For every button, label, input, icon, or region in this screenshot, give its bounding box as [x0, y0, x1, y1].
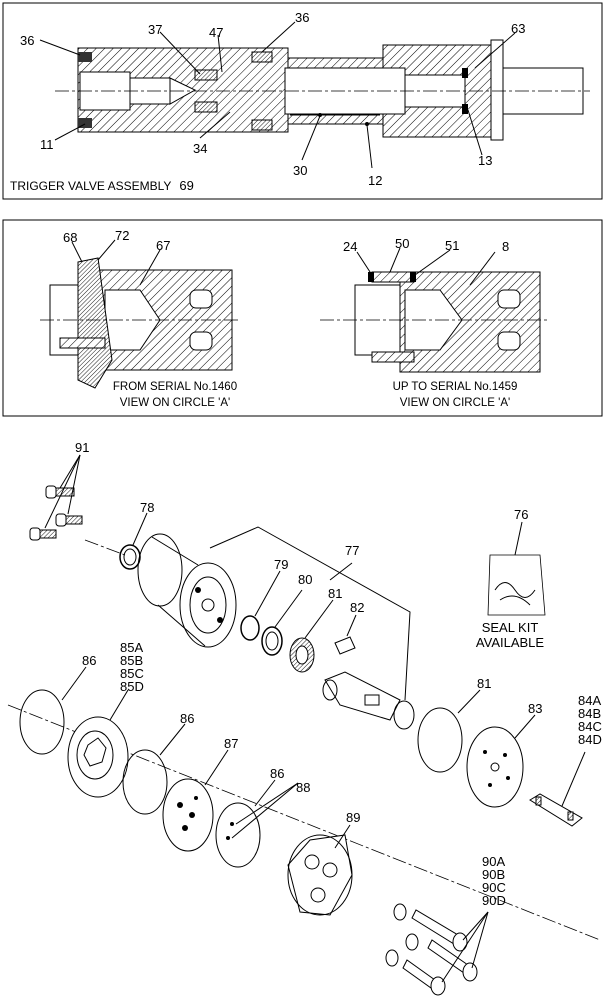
callout-24: 24 [343, 239, 357, 254]
serial-view-panel: 68 72 67 24 50 51 8 FROM SERIAL No.1460 … [2, 219, 603, 417]
callout-37: 37 [148, 22, 162, 37]
callout-90b: 90B [482, 867, 505, 882]
callout-86-1: 86 [82, 653, 96, 668]
callout-84d: 84D [578, 732, 602, 747]
part-shaft-coupling [322, 671, 415, 730]
callout-36-left: 36 [20, 33, 34, 48]
middle-panel-frame [2, 219, 603, 417]
callout-78: 78 [140, 500, 154, 515]
callout-85b: 85B [120, 653, 143, 668]
part-77-housing [137, 533, 237, 648]
callout-85d: 85D [120, 679, 144, 694]
part-83-plate [466, 726, 524, 808]
part-81-oring [417, 707, 463, 773]
seal-kit-bag [487, 521, 546, 616]
right-view-section [320, 271, 550, 373]
callout-85c: 85C [120, 666, 144, 681]
callout-36-right: 36 [295, 10, 309, 25]
seal-kit-line-1: SEAL KIT [482, 620, 539, 635]
callout-90d: 90D [482, 893, 506, 908]
callout-83: 83 [528, 701, 542, 716]
callout-68: 68 [63, 230, 77, 245]
callout-86-3: 86 [270, 766, 284, 781]
callout-86-2: 86 [180, 711, 194, 726]
callout-82: 82 [350, 600, 364, 615]
seal-11 [78, 118, 92, 128]
callout-67: 67 [156, 238, 170, 253]
part-50 [371, 271, 415, 283]
part-86-oring-3 [215, 802, 261, 868]
callout-63: 63 [511, 21, 525, 36]
callout-80: 80 [298, 572, 312, 587]
callout-34: 34 [193, 141, 207, 156]
callout-8: 8 [502, 239, 509, 254]
seal-63 [462, 68, 468, 78]
seal-47 [194, 101, 218, 113]
part-80 [261, 626, 283, 656]
screws-91 [29, 454, 83, 541]
callout-90a: 90A [482, 854, 505, 869]
part-79 [240, 615, 260, 641]
callout-81-lower: 81 [477, 676, 491, 691]
part-90-bolts [385, 903, 478, 996]
part-88-b [226, 836, 230, 840]
callout-84c: 84C [578, 719, 602, 734]
seal-kit-line-2: AVAILABLE [476, 635, 544, 650]
left-caption-1: FROM SERIAL No.1460 [113, 381, 237, 393]
part-68-72 [77, 257, 113, 389]
middle-leaders [71, 239, 496, 286]
right-caption-2: VIEW ON CIRCLE 'A' [400, 397, 510, 409]
top-leaders [39, 21, 516, 169]
callout-87: 87 [224, 736, 238, 751]
callout-77: 77 [345, 543, 359, 558]
trigger-valve-panel: 36 37 47 36 63 11 34 30 12 13 TRIGGER VA… [2, 2, 603, 200]
part-89-endcap [287, 834, 353, 916]
callout-91: 91 [75, 440, 89, 455]
part-85-plate [67, 716, 129, 798]
callout-51: 51 [445, 238, 459, 253]
callout-76: 76 [514, 507, 528, 522]
part-84-pin [529, 793, 583, 827]
right-caption-1: UP TO SERIAL No.1459 [393, 381, 518, 393]
callout-79: 79 [274, 557, 288, 572]
seal-36-left [78, 52, 92, 62]
exploded-view: 91 78 77 79 80 81 [7, 440, 602, 996]
callout-81-upper: 81 [328, 586, 342, 601]
seal-36-right [251, 51, 273, 63]
callout-12: 12 [368, 173, 382, 188]
callout-84a: 84A [578, 693, 601, 708]
callout-50: 50 [395, 236, 409, 251]
callout-47: 47 [209, 25, 223, 40]
valve-body-section [77, 39, 584, 141]
part-78 [119, 544, 141, 570]
seal-36-bottom [251, 119, 273, 131]
callout-30: 30 [293, 163, 307, 178]
top-panel-frame [2, 2, 603, 200]
part-24 [368, 272, 374, 282]
left-caption-2: VIEW ON CIRCLE 'A' [120, 397, 230, 409]
callout-84b: 84B [578, 706, 601, 721]
part-86-oring-2 [122, 749, 168, 815]
left-view-section [40, 257, 240, 389]
callout-90c: 90C [482, 880, 506, 895]
seal-13 [462, 104, 468, 114]
part-87-plate [162, 778, 214, 852]
callout-85a: 85A [120, 640, 143, 655]
seal-37 [194, 69, 218, 81]
part-51 [410, 272, 416, 282]
callout-11: 11 [40, 137, 54, 152]
part-82-key [334, 636, 356, 655]
callout-88: 88 [296, 780, 310, 795]
callout-89: 89 [346, 810, 360, 825]
part-88-a [230, 822, 234, 826]
callout-13: 13 [478, 153, 492, 168]
callout-72: 72 [115, 228, 129, 243]
part-86-oring-1 [19, 689, 65, 755]
